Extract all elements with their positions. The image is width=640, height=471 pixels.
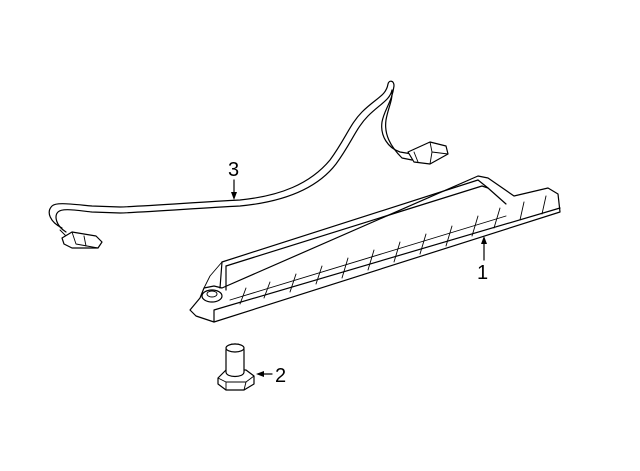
callout-3-label: 3 xyxy=(228,159,239,181)
wire-harness xyxy=(48,80,449,249)
connector-right xyxy=(407,141,449,165)
callout-3: 3 xyxy=(228,159,239,200)
callout-1: 1 xyxy=(477,236,488,284)
callout-1-label: 1 xyxy=(477,262,488,284)
callout-2-label: 2 xyxy=(275,365,286,387)
connector-left xyxy=(61,231,103,249)
light-bar xyxy=(189,175,561,323)
callout-2: 2 xyxy=(256,365,286,387)
bolt xyxy=(217,343,255,391)
